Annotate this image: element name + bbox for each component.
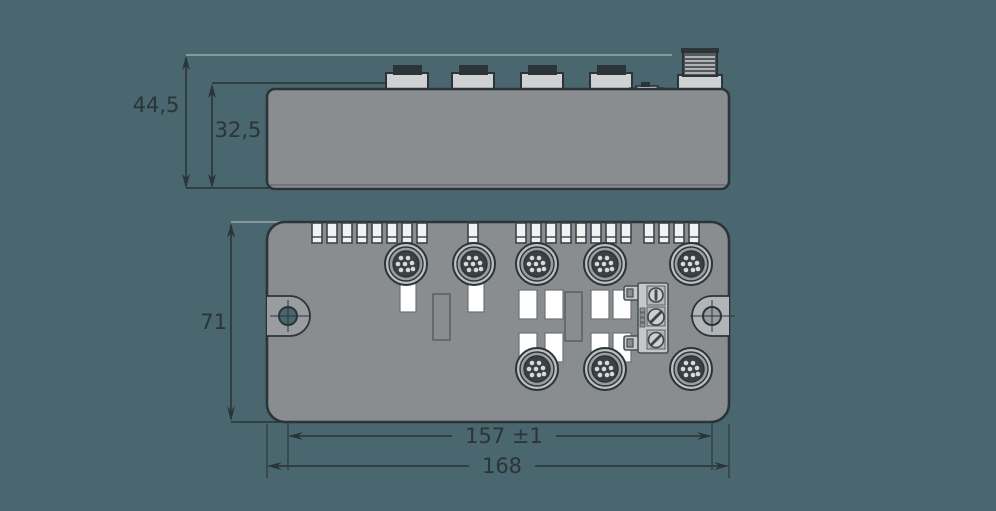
screw-slot: [648, 309, 664, 325]
dim-label-bg-168: [469, 454, 535, 478]
led-group-a: [311, 222, 428, 244]
m12-connector: [384, 242, 428, 286]
m12-connector: [452, 242, 496, 286]
label-strip: [518, 289, 538, 320]
arrow-up-71: [227, 223, 235, 238]
led: [643, 222, 655, 244]
led: [673, 222, 685, 244]
led-indicators: [311, 222, 700, 244]
thread-lines: [685, 56, 715, 74]
led: [311, 222, 323, 244]
arrow-down-44-5: [182, 174, 190, 188]
connector-bump-1: [385, 65, 429, 93]
m12-connector: [583, 347, 627, 391]
arrow-down-32-5: [208, 174, 216, 188]
screw-slot: [650, 334, 662, 346]
led: [688, 222, 700, 244]
m12-connector: [515, 347, 559, 391]
led: [605, 222, 617, 244]
grey-strip: [564, 291, 583, 342]
dim-label-32-5: 32,5: [215, 118, 262, 142]
led: [341, 222, 353, 244]
led: [416, 222, 428, 244]
side-view-group: 44,5 32,5: [133, 48, 731, 191]
screw-slot: [654, 289, 658, 301]
side-threaded-connector: [677, 48, 723, 94]
m12-connectors-top: [384, 242, 713, 286]
led: [371, 222, 383, 244]
m12-connector: [669, 347, 713, 391]
dim-label-157: 157 ±1: [465, 424, 543, 448]
led: [401, 222, 413, 244]
led: [545, 222, 557, 244]
led: [386, 222, 398, 244]
bottom-view-group: 71 157 ±1 168: [200, 220, 735, 478]
dim-label-168: 168: [482, 454, 522, 478]
m12-connector: [515, 242, 559, 286]
led: [530, 222, 542, 244]
led: [590, 222, 602, 244]
terminal-block: [623, 282, 669, 354]
label-strip: [590, 289, 610, 320]
grey-strip: [432, 293, 451, 341]
mounting-hole-right: [690, 295, 735, 337]
led-group-b: [467, 222, 479, 244]
m12-connector: [583, 242, 627, 286]
led: [560, 222, 572, 244]
label-strip: [544, 289, 564, 320]
dim-label-44-5: 44,5: [133, 93, 180, 117]
arrow-left-168: [267, 462, 282, 470]
m12-connectors-bottom: [515, 347, 713, 391]
arrow-right-157: [697, 432, 712, 440]
terminal-screw-2: [646, 306, 666, 327]
grey-strips: [432, 291, 583, 342]
led: [620, 222, 632, 244]
led: [356, 222, 368, 244]
dim-label-71: 71: [200, 310, 227, 334]
led-group-c: [515, 222, 632, 244]
led-group-d: [643, 222, 700, 244]
led: [575, 222, 587, 244]
led: [467, 222, 479, 244]
led: [658, 222, 670, 244]
side-body-shell: [265, 87, 731, 191]
arrow-left-157: [288, 432, 303, 440]
m12-connector: [669, 242, 713, 286]
side-connector-bumps: [385, 65, 633, 93]
led: [515, 222, 527, 244]
terminal-pin-row: [639, 307, 646, 328]
arrow-right-168: [714, 462, 729, 470]
terminal-screw-1: [646, 285, 666, 306]
arrow-up-44-5: [182, 56, 190, 70]
arrow-down-71: [227, 406, 235, 421]
mounting-hole-left: [267, 295, 311, 337]
dim-label-bg-157: [452, 424, 556, 448]
terminal-screw-3: [646, 329, 666, 350]
connector-bump-2: [451, 65, 495, 93]
arrow-up-32-5: [208, 84, 216, 98]
led: [326, 222, 338, 244]
